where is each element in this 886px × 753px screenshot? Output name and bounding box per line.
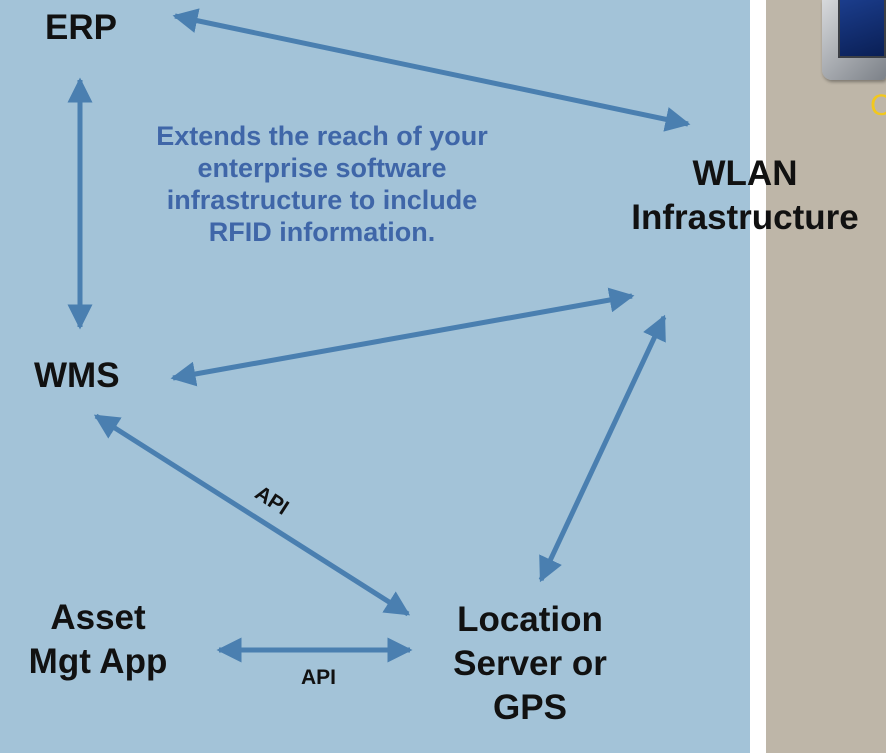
side-panel <box>766 0 886 753</box>
node-location-label-line2: Server or <box>453 644 607 683</box>
node-wlan-label-line2: Infrastructure <box>631 198 859 237</box>
arrow-wms-location <box>93 413 411 617</box>
node-wlan-label-line1: WLAN <box>692 154 798 193</box>
arrow-erp-wlan <box>172 8 691 132</box>
node-asset-label-line1: Asset <box>50 598 146 637</box>
node-location-server: Location Server or GPS <box>430 598 630 730</box>
node-asset-label-line2: Mgt App <box>28 642 168 681</box>
node-asset-mgt-app: Asset Mgt App <box>10 596 186 684</box>
device-screen <box>838 0 886 58</box>
callout-line: enterprise software <box>197 153 447 183</box>
callout-text: Extends the reach of your enterprise sof… <box>112 120 532 248</box>
node-location-label-line1: Location <box>457 600 603 639</box>
node-location-label-line3: GPS <box>493 688 567 727</box>
arrow-wms-wlan <box>170 287 635 387</box>
callout-line: Extends the reach of your <box>156 121 488 151</box>
panel-divider <box>750 0 766 753</box>
cut-off-caption: C <box>870 90 886 122</box>
node-wlan-infrastructure: WLAN Infrastructure <box>622 152 868 240</box>
callout-line: RFID information. <box>208 217 436 247</box>
api-label-horizontal: API <box>301 666 337 689</box>
node-erp: ERP <box>45 6 117 50</box>
node-wms-label: WMS <box>34 356 120 395</box>
node-wms: WMS <box>34 354 120 398</box>
handheld-device-image <box>822 0 886 80</box>
node-erp-label: ERP <box>45 8 117 47</box>
callout-line: infrastructure to include <box>166 185 478 215</box>
arrow-wlan-location <box>538 314 667 583</box>
